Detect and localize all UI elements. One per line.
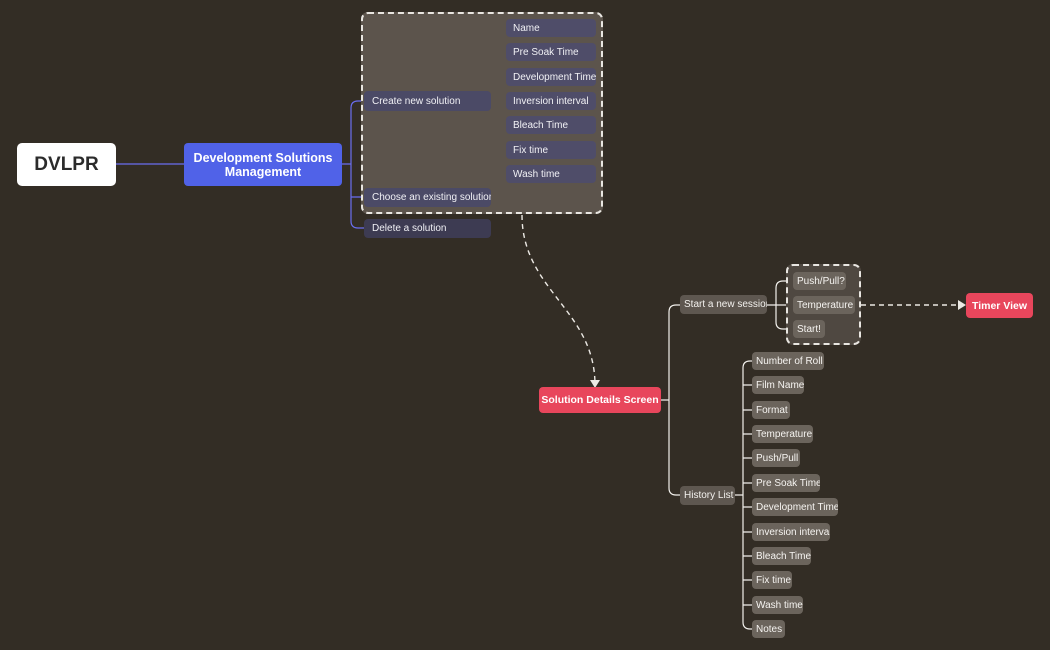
field-wash-time-node[interactable]: Wash time <box>506 165 596 183</box>
connector-main-branches <box>342 100 364 229</box>
solution-details-screen-node[interactable]: Solution Details Screen <box>539 387 661 413</box>
connector-session-options <box>767 280 792 330</box>
history-bleach-time-node[interactable]: Bleach Time <box>752 547 811 565</box>
timer-view-node[interactable]: Timer View <box>966 293 1033 318</box>
history-fix-time-node[interactable]: Fix time <box>752 571 792 589</box>
main-topic-node[interactable]: Development Solutions Management <box>184 143 342 186</box>
history-list-node[interactable]: History List <box>680 486 735 505</box>
root-node[interactable]: DVLPR <box>17 143 116 186</box>
history-push-pull-node[interactable]: Push/Pull <box>752 449 800 467</box>
history-number-of-roll-node[interactable]: Number of Roll <box>752 352 824 370</box>
history-pre-soak-time-node[interactable]: Pre Soak Time <box>752 474 820 492</box>
field-pre-soak-time-node[interactable]: Pre Soak Time <box>506 43 596 61</box>
history-film-name-node[interactable]: Film Name <box>752 376 804 394</box>
session-push-pull-node[interactable]: Push/Pull? <box>793 272 846 290</box>
history-inversion-interval-node[interactable]: Inversion interval <box>752 523 830 541</box>
session-temperature-node[interactable]: Temperature <box>793 296 855 314</box>
history-temperature-node[interactable]: Temperature <box>752 425 813 443</box>
field-name-node[interactable]: Name <box>506 19 596 37</box>
history-notes-node[interactable]: Notes <box>752 620 785 638</box>
delete-solution-node[interactable]: Delete a solution <box>364 219 491 238</box>
connector-history-fields <box>735 360 752 630</box>
start-new-session-node[interactable]: Start a new session <box>680 295 767 314</box>
history-development-time-node[interactable]: Development Time <box>752 498 838 516</box>
field-inversion-interval-node[interactable]: Inversion interval <box>506 92 596 110</box>
field-bleach-time-node[interactable]: Bleach Time <box>506 116 596 134</box>
arrowhead-timer <box>958 300 966 310</box>
session-start-node[interactable]: Start! <box>793 320 825 338</box>
choose-existing-solution-node[interactable]: Choose an existing solution <box>364 188 491 207</box>
field-development-time-node[interactable]: Development Time <box>506 68 596 86</box>
create-new-solution-node[interactable]: Create new solution <box>364 91 491 111</box>
history-wash-time-node[interactable]: Wash time <box>752 596 803 614</box>
connector-frame-details <box>521 214 596 386</box>
arrowhead-details <box>590 380 600 388</box>
connector-details-branches <box>661 304 680 496</box>
history-format-node[interactable]: Format <box>752 401 790 419</box>
field-fix-time-node[interactable]: Fix time <box>506 141 596 159</box>
